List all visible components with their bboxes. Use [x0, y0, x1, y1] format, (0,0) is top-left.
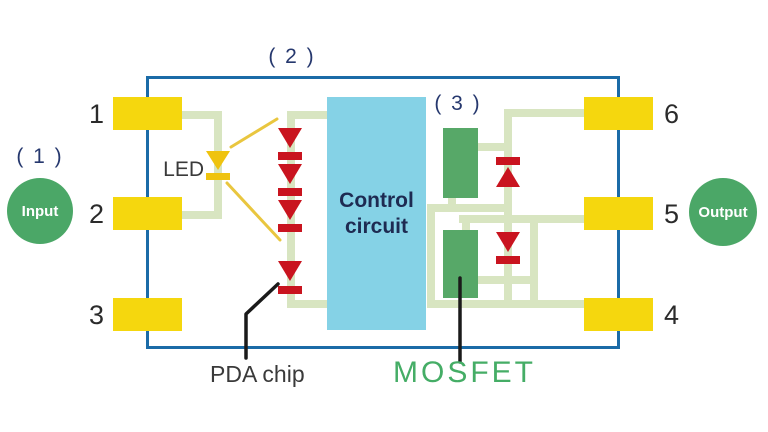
wire-bottom-to-pin4	[427, 300, 585, 308]
photodiode-4-icon	[278, 261, 302, 281]
wire-mosfet2-stub	[462, 221, 470, 233]
pin-4-pad	[584, 298, 653, 331]
led-cathode-bar	[206, 173, 230, 180]
wire-pda-bottom-to-control	[287, 300, 333, 308]
pda-chip-label: PDA chip	[210, 361, 305, 387]
mosfet-2	[443, 230, 478, 298]
pin-3-pad	[113, 298, 182, 331]
pin-3-number: 3	[88, 300, 104, 330]
control-circuit-line2: circuit	[344, 214, 409, 238]
pin-6-number: 6	[664, 99, 680, 129]
pin-6-pad	[584, 97, 653, 130]
callout-1-label: ( 1 )	[16, 145, 64, 168]
pin-1-pad	[113, 97, 182, 130]
body-diode-down-bar	[496, 256, 520, 264]
pin-5-pad	[584, 197, 653, 230]
pin-5-number: 5	[664, 199, 680, 229]
wire-pin1-to-led	[178, 111, 222, 119]
pin-4-number: 4	[664, 300, 680, 330]
mosfet-1	[443, 128, 478, 198]
body-diode-up-bar	[496, 157, 520, 165]
led-label: LED	[163, 158, 204, 181]
photodiode-4-bar	[278, 286, 302, 294]
control-circuit-line1: Control	[339, 188, 414, 212]
photodiode-1-bar	[278, 152, 302, 160]
wire-mid-to-pin5	[459, 215, 585, 223]
wire-led-to-pin2	[178, 211, 222, 219]
photodiode-1-icon	[278, 128, 302, 148]
pin-2-number: 2	[88, 199, 104, 229]
mosfet-label: MOSFET	[393, 356, 536, 389]
wire-mosfet1-stub	[448, 196, 456, 208]
callout-3-label: ( 3 )	[434, 92, 482, 115]
photodiode-2-bar	[278, 188, 302, 196]
wire-gate-row	[427, 204, 511, 212]
photodiode-3-bar	[278, 224, 302, 232]
photodiode-3-icon	[278, 200, 302, 220]
wire-pda-top-to-control	[287, 111, 333, 119]
body-diode-up-icon	[496, 167, 520, 187]
output-badge: Output	[689, 178, 757, 246]
output-badge-label: Output	[698, 203, 748, 221]
body-diode-down-icon	[496, 232, 520, 252]
pin-1-number: 1	[88, 99, 104, 129]
wire-mosfet1-drain	[476, 143, 508, 151]
callout-2-label: ( 2 )	[268, 45, 316, 68]
wire-inner-right-vertical	[530, 215, 538, 308]
control-circuit-box: Control circuit	[327, 97, 426, 330]
input-badge: Input	[7, 178, 73, 244]
led-diode-icon	[206, 151, 230, 170]
wire-mosfet2-drain	[476, 276, 536, 284]
photodiode-2-icon	[278, 164, 302, 184]
wire-top-to-pin6	[504, 109, 585, 117]
input-badge-label: Input	[21, 202, 59, 220]
pin-2-pad	[113, 197, 182, 230]
wire-control-edge-vertical	[427, 204, 435, 308]
